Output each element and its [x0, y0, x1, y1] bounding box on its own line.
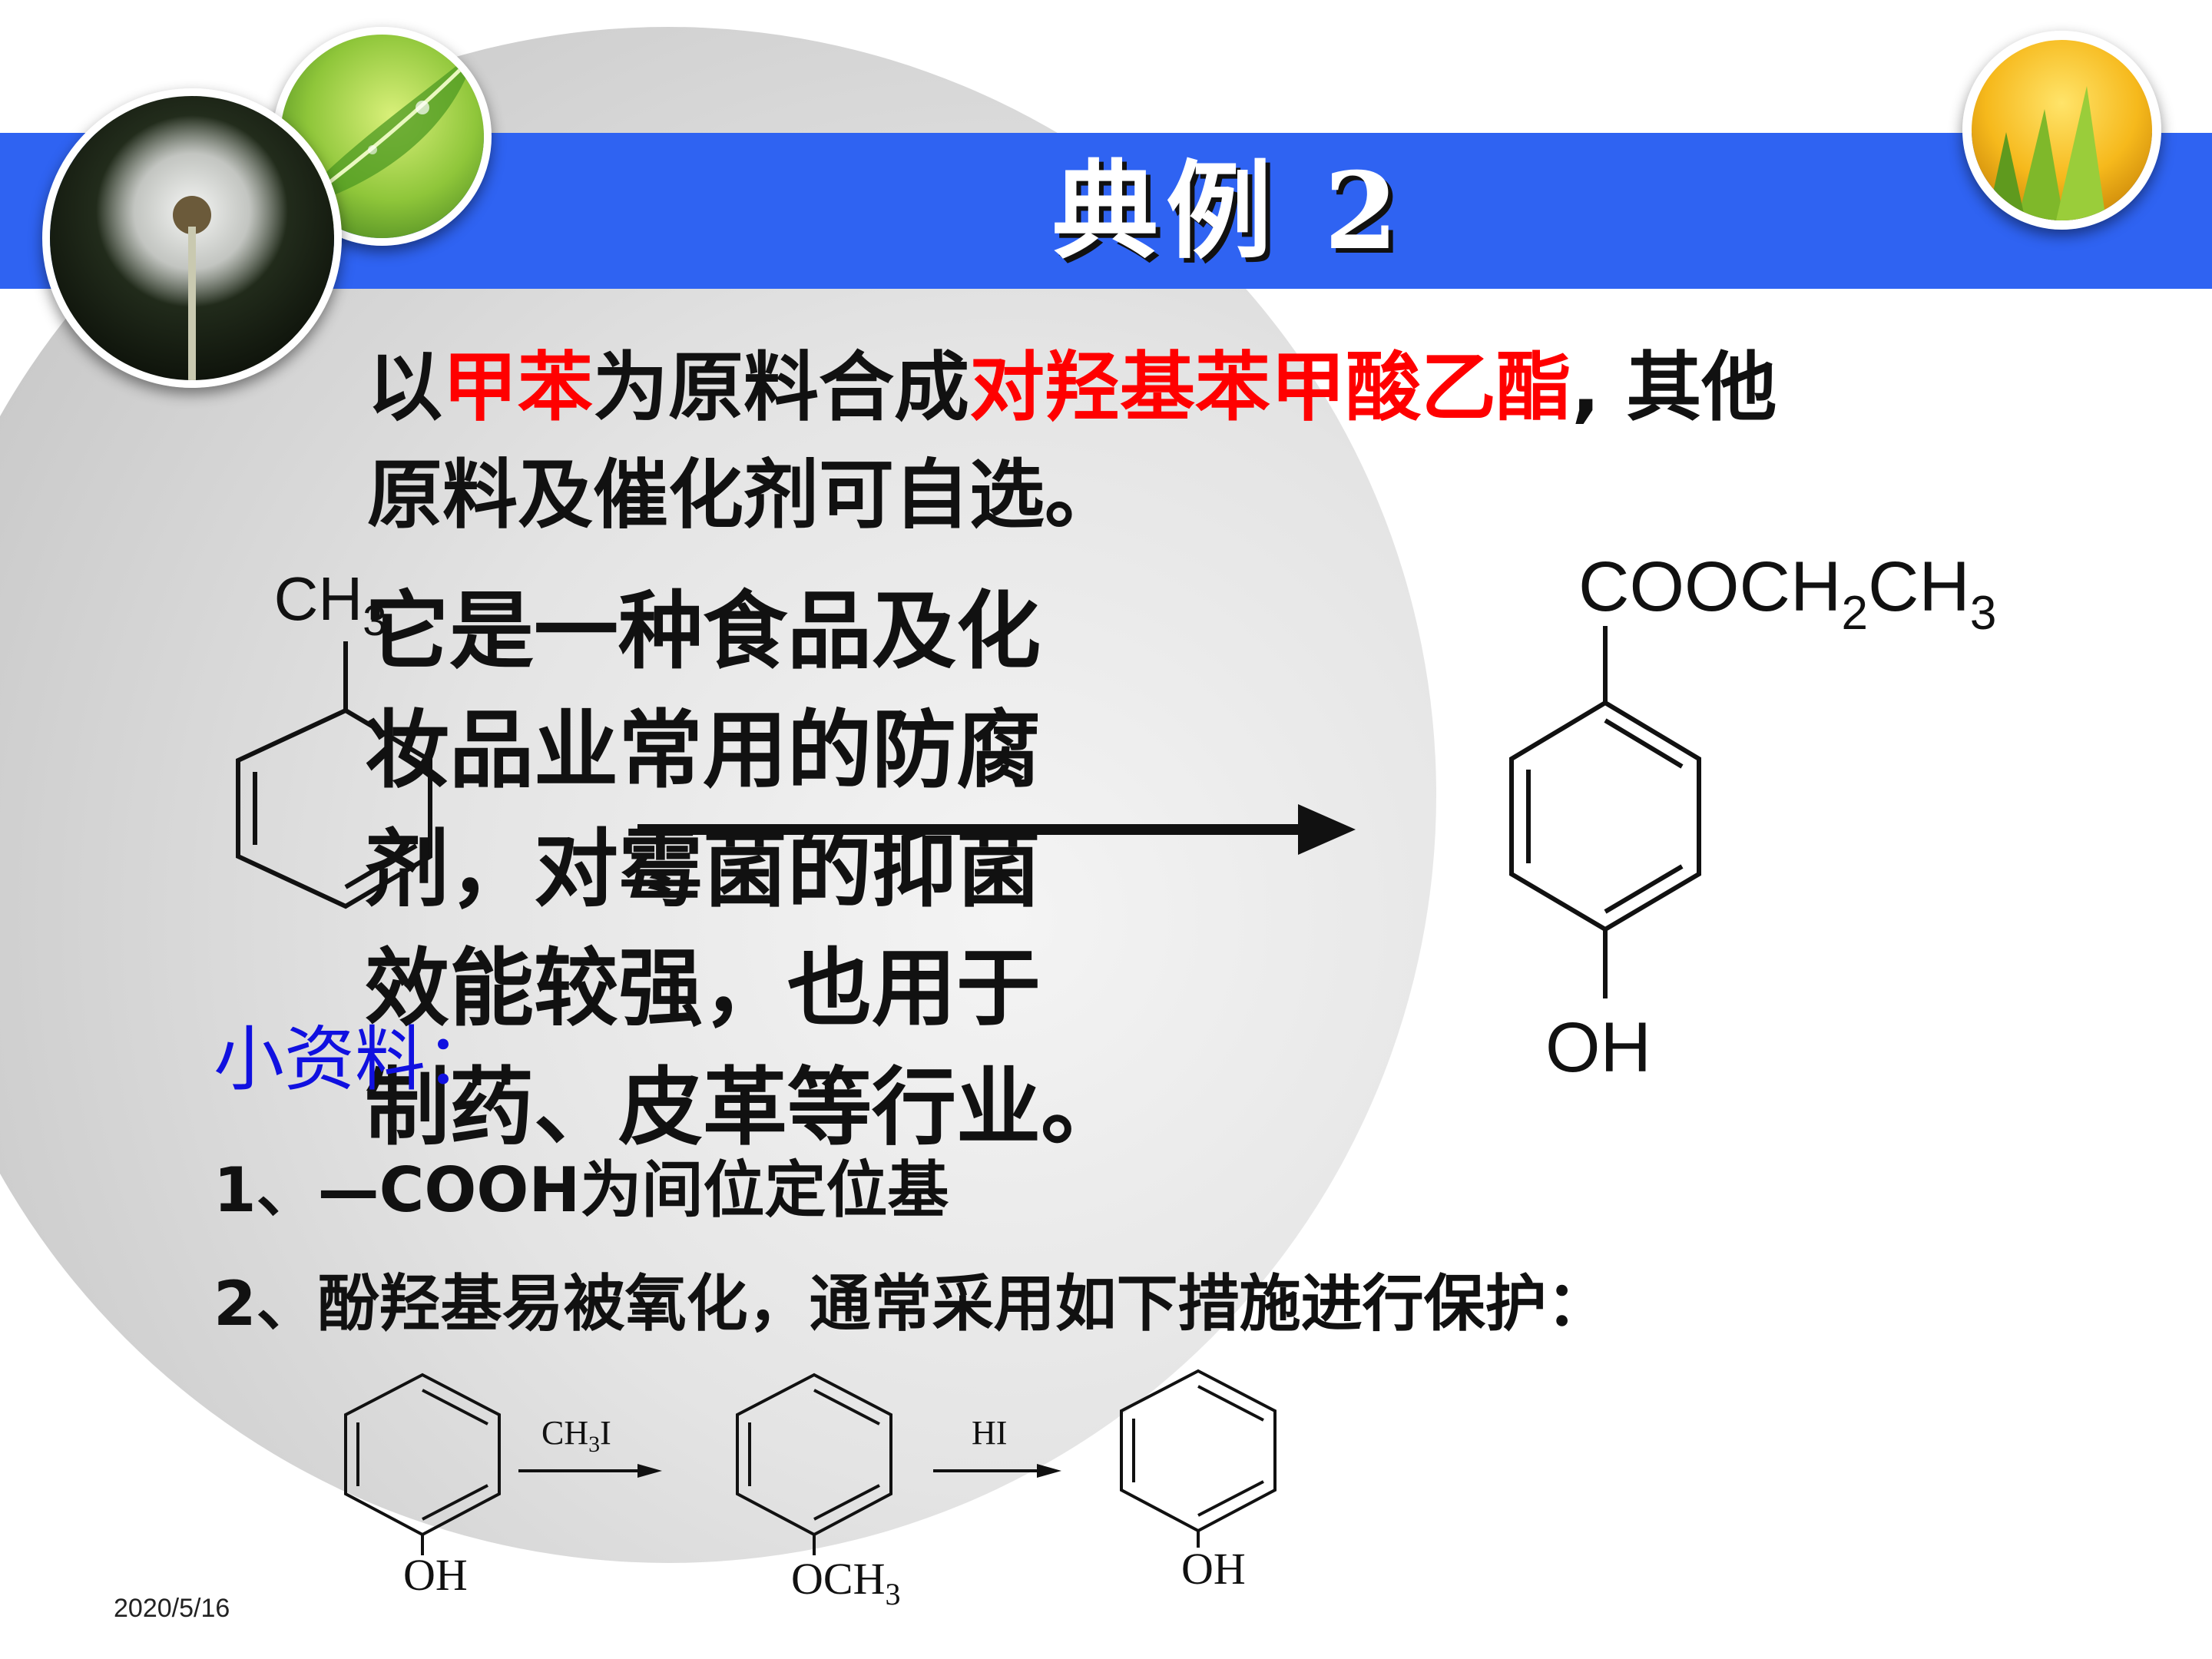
question-seg-3: 为原料合成	[593, 344, 970, 432]
product-ring	[1509, 626, 1701, 998]
question-seg-5: , 其他	[1571, 344, 1777, 432]
note-title: 小资料：	[214, 1018, 497, 1101]
product-ester-label: COOCH2CH3	[1578, 548, 1996, 640]
tip-2: 2、酚羟基易被氧化，通常采用如下措施进行保护：	[214, 1268, 1608, 1339]
toluene-ch3-label: CH3	[274, 572, 387, 644]
protection-scheme: OH CH3I OCH3 HI OH	[344, 1369, 1277, 1611]
reagent-hi-label: HI	[972, 1414, 1007, 1452]
tip-1: 1、—COOH为间位定位基	[214, 1154, 949, 1226]
phenol2-oh-label: OH	[1181, 1544, 1246, 1594]
reagent-ch3i-label: CH3I	[541, 1414, 611, 1457]
overlay-line-3: 剂，对霉菌的抑菌	[365, 820, 1041, 919]
dandelion-photo-icon	[42, 88, 342, 388]
overlay-line-1: 它是一种食品及化	[365, 582, 1041, 680]
slide-title: 典例 2	[1051, 148, 1406, 273]
question-line-2: 原料及催化剂可自选。	[367, 452, 1121, 539]
anisole-och3-label: OCH3	[791, 1554, 900, 1611]
phenol-oh-label: OH	[403, 1550, 468, 1600]
overlay-line-4: 效能较强，也用于	[365, 939, 1041, 1038]
overlay-line-2: 妆品业常用的防腐	[365, 701, 1041, 800]
overlay-description: 它是一种食品及化 妆品业常用的防腐 剂，对霉菌的抑菌 效能较强，也用于 制药、皮…	[365, 572, 1225, 1167]
product-structure: COOCH2CH3 OH	[1509, 548, 1996, 1087]
leaf-photo-icon	[273, 27, 492, 246]
product-oh-label: OH	[1545, 1008, 1651, 1087]
toluene-ring	[236, 641, 432, 909]
slide-date: 2020/5/16	[114, 1594, 230, 1623]
reaction-arrow-icon	[637, 804, 1356, 855]
phenol-ring-1	[344, 1373, 501, 1555]
toluene-structure: CH3	[236, 572, 432, 909]
question-line-1: 以甲苯为原料合成对羟基苯甲酸乙酯, 其他	[367, 342, 1777, 434]
question-seg-1: 以	[367, 344, 443, 432]
question-toluene: 甲苯	[442, 344, 594, 432]
question-target-compound: 对羟基苯甲酸乙酯	[969, 344, 1572, 432]
tulip-photo-icon	[1962, 31, 2161, 230]
overlay-line-5: 制药、皮革等行业。	[365, 1058, 1125, 1157]
anisole-ring	[736, 1373, 892, 1555]
phenol-ring-2	[1120, 1369, 1277, 1548]
